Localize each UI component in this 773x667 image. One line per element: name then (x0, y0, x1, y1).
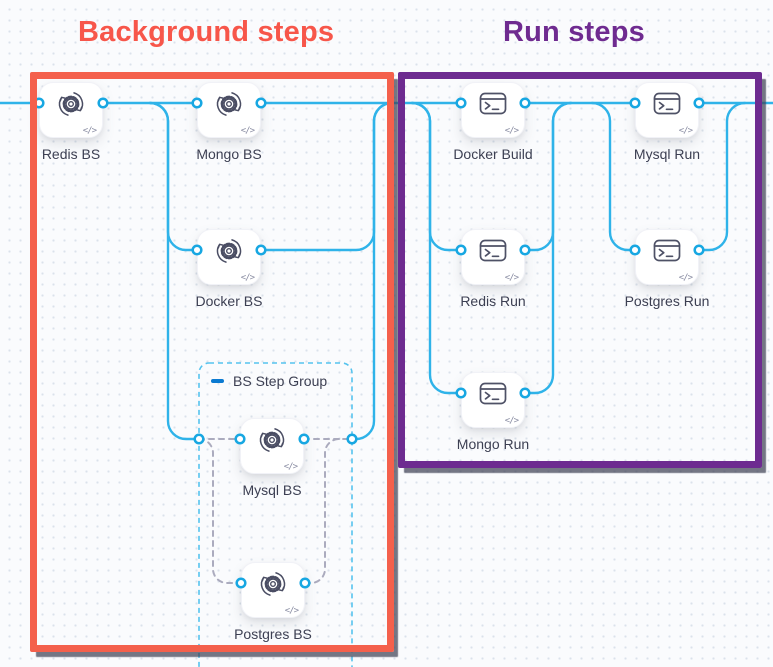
run-steps-title: Run steps (503, 16, 645, 48)
port[interactable] (298, 433, 310, 445)
run-step-icon (479, 382, 507, 405)
port[interactable] (455, 244, 467, 256)
step-node-mysql-bs[interactable]: </> (240, 418, 304, 474)
background-step-icon (260, 572, 286, 596)
step-node-docker-bs[interactable]: </> (197, 229, 261, 285)
code-badge-icon: </> (284, 606, 299, 616)
run-steps-annotation-box (398, 72, 762, 468)
step-node-mysql-run[interactable]: </> (635, 82, 699, 138)
port[interactable] (33, 97, 45, 109)
step-node-postgres-bs[interactable]: </> (241, 562, 305, 618)
port[interactable] (255, 244, 267, 256)
step-group-border (198, 362, 353, 667)
step-label: Mysql BS (242, 482, 302, 498)
run-step-icon (653, 92, 681, 115)
dashed-edge (198, 438, 242, 584)
port[interactable] (519, 244, 531, 256)
run-step-icon (479, 92, 507, 115)
step-label: Docker BS (195, 293, 263, 309)
port[interactable] (191, 97, 203, 109)
port[interactable] (299, 577, 311, 589)
code-badge-icon: </> (504, 273, 519, 283)
edge (259, 101, 394, 252)
step-label: Mongo BS (196, 146, 262, 162)
port[interactable] (193, 433, 205, 445)
code-badge-icon: </> (283, 462, 298, 472)
code-badge-icon: </> (678, 273, 693, 283)
step-group-label: BS Step Group (233, 373, 328, 389)
code-badge-icon: </> (504, 126, 519, 136)
code-badge-icon: </> (240, 273, 255, 283)
port[interactable] (235, 577, 247, 589)
step-label: Mongo Run (456, 436, 530, 452)
background-step-icon (216, 239, 242, 263)
edge (697, 101, 747, 252)
step-label: Redis BS (41, 146, 101, 162)
port[interactable] (234, 433, 246, 445)
code-badge-icon: </> (678, 126, 693, 136)
step-node-redis-bs[interactable]: </> (39, 82, 103, 138)
edge (350, 101, 394, 441)
step-node-mongo-run[interactable]: </> (461, 372, 525, 428)
port[interactable] (255, 97, 267, 109)
background-step-icon (58, 92, 84, 116)
port[interactable] (629, 97, 641, 109)
step-label: Redis Run (460, 293, 526, 309)
run-step-icon (653, 239, 681, 262)
run-step-icon (479, 239, 507, 262)
edge (590, 101, 637, 252)
edge (410, 101, 463, 252)
port[interactable] (693, 244, 705, 256)
port[interactable] (191, 244, 203, 256)
port[interactable] (97, 97, 109, 109)
port[interactable] (455, 97, 467, 109)
code-badge-icon: </> (82, 126, 97, 136)
code-badge-icon: </> (504, 416, 519, 426)
port[interactable] (629, 244, 641, 256)
code-badge-icon: </> (240, 126, 255, 136)
port[interactable] (693, 97, 705, 109)
dashed-edge (304, 438, 353, 584)
background-step-icon (259, 428, 285, 452)
step-label: Postgres Run (624, 293, 710, 309)
collapse-minus-icon[interactable] (211, 379, 224, 383)
step-label: Docker Build (453, 146, 533, 162)
step-label: Mysql Run (633, 146, 701, 162)
port[interactable] (519, 97, 531, 109)
background-step-icon (216, 92, 242, 116)
background-steps-title: Background steps (78, 16, 335, 48)
step-node-docker-build[interactable]: </> (461, 82, 525, 138)
step-node-mongo-bs[interactable]: </> (197, 82, 261, 138)
port[interactable] (455, 387, 467, 399)
step-node-redis-run[interactable]: </> (461, 229, 525, 285)
port[interactable] (346, 433, 358, 445)
step-label: Postgres BS (234, 626, 312, 642)
edge (523, 101, 573, 252)
step-node-postgres-run[interactable]: </> (635, 229, 699, 285)
port[interactable] (519, 387, 531, 399)
edge (148, 101, 199, 252)
step-group-header: BS Step Group (211, 373, 327, 389)
